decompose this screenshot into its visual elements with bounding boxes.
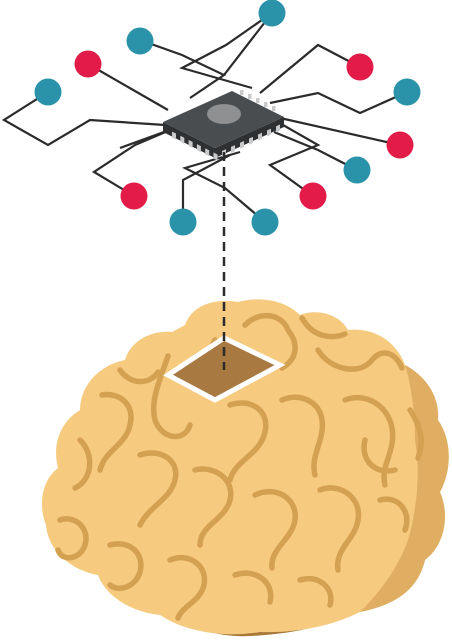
circuit-node-red <box>299 182 327 210</box>
microchip <box>163 90 284 161</box>
brain-groove <box>117 367 161 385</box>
brain-groove <box>317 485 362 573</box>
circuit-trace <box>1 91 166 147</box>
brain <box>42 299 449 637</box>
circuit-node-red <box>346 53 374 81</box>
brain-groove <box>192 466 234 548</box>
chip-pin <box>272 106 276 111</box>
brain-groove <box>167 554 208 621</box>
chip-pin <box>248 94 252 99</box>
circuit-node-teal <box>34 78 62 106</box>
chip-pin <box>276 124 280 133</box>
brain-groove <box>279 394 326 478</box>
circuit-trace <box>91 126 176 197</box>
chip-pin <box>267 128 271 137</box>
chip-pin <box>188 139 193 148</box>
brain-groove <box>242 313 298 371</box>
circuit-network <box>1 0 421 236</box>
chip-pin <box>264 102 268 107</box>
circuit-node-red <box>120 182 148 210</box>
chip-pin <box>231 145 235 153</box>
chip-pin <box>172 131 176 140</box>
circuit-trace <box>279 116 401 147</box>
chip-pin <box>196 144 201 153</box>
chip-pin <box>213 152 218 161</box>
chip-pin <box>205 148 210 157</box>
brain-groove <box>407 407 424 461</box>
chip-pin <box>180 135 185 144</box>
brain-groove <box>297 575 334 608</box>
chip-pin <box>240 90 244 95</box>
circuit-node-teal <box>393 78 421 106</box>
chip-pin <box>258 132 262 141</box>
circuit-trace <box>273 130 358 171</box>
brain-groove <box>299 315 348 340</box>
circuit-nodes <box>34 0 421 236</box>
circuit-trace <box>259 43 361 94</box>
circuit-node-teal <box>258 0 286 27</box>
brain-groove <box>361 437 398 474</box>
chip-pin <box>256 98 260 103</box>
brain-groove <box>315 347 405 372</box>
chip-pins <box>172 90 280 161</box>
brain-groove <box>232 570 274 605</box>
brain-groove <box>97 391 134 473</box>
circuit-trace <box>181 150 266 223</box>
brain-groove <box>227 400 269 483</box>
circuit-node-teal <box>251 208 279 236</box>
brain-groove <box>107 541 144 591</box>
circuit-node-teal <box>126 27 154 55</box>
circuit-trace <box>181 154 231 222</box>
brain-groove <box>150 353 193 440</box>
chip-pin <box>249 136 253 145</box>
brain-right-shade <box>360 365 449 612</box>
brain-groove <box>377 496 410 533</box>
chip-pin <box>240 140 244 149</box>
circuit-trace <box>139 38 227 99</box>
circuit-trace <box>179 12 273 90</box>
circuit-trace <box>267 124 321 197</box>
chip-center-dot <box>207 104 241 124</box>
circuit-node-red <box>386 131 414 159</box>
circuit-node-teal <box>169 208 197 236</box>
brain-groove <box>252 488 298 571</box>
circuit-traces <box>1 12 408 223</box>
brain-groove <box>72 437 93 491</box>
circuit-trace <box>87 63 169 111</box>
circuit-node-red <box>74 50 102 78</box>
circuit-node-teal <box>343 156 371 184</box>
brain-groove <box>55 516 89 561</box>
circuit-trace <box>269 90 408 115</box>
brain-groove <box>137 450 179 528</box>
chip-side-left <box>163 122 215 158</box>
